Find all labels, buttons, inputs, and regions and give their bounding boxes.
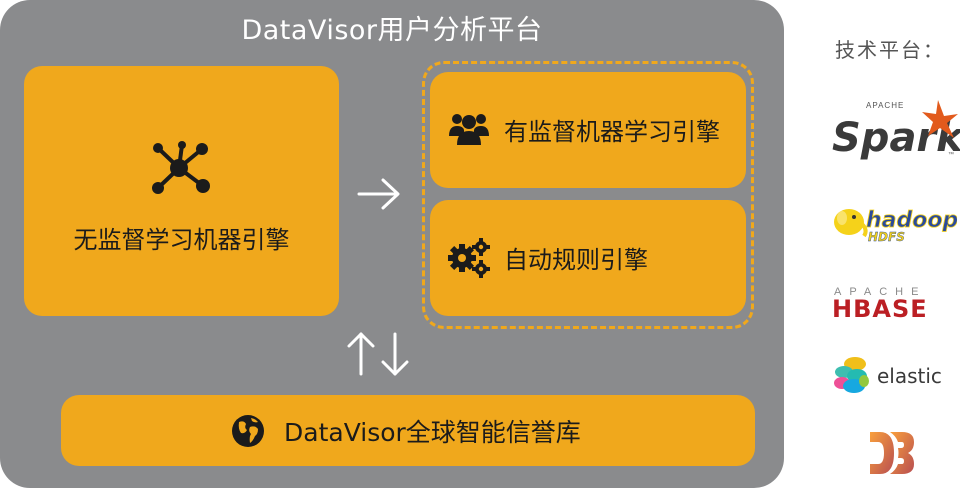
- spark-tm: ™: [948, 151, 954, 158]
- spark-apache-text: APACHE: [866, 101, 904, 110]
- platform-title: DataVisor用户分析平台: [241, 15, 543, 46]
- unsupervised-engine-box: 无监督学习机器引擎: [24, 66, 339, 316]
- hbase-apache-text: APACHE: [834, 286, 926, 298]
- hadoop-text: hadoop: [866, 208, 957, 233]
- rule-engine-label: 自动规则引擎: [504, 246, 648, 274]
- hbase-text: HBASE: [832, 295, 928, 320]
- rule-engine-box: 自动规则引擎: [430, 200, 746, 316]
- supervised-engine-label: 有监督机器学习引擎: [504, 118, 720, 146]
- elastic-logo: elastic: [833, 356, 958, 400]
- hdfs-text: HDFS: [868, 230, 905, 244]
- globe-icon: [231, 414, 265, 452]
- d3-logo: [868, 430, 916, 480]
- up-down-arrows-icon: [343, 330, 413, 384]
- right-arrow-icon: [355, 176, 403, 216]
- hadoop-logo: hadoop HDFS: [832, 202, 959, 248]
- unsupervised-engine-label: 无监督学习机器引擎: [73, 226, 290, 254]
- engine-group-outline: [422, 61, 754, 329]
- tech-platform-title: 技术平台：: [835, 38, 945, 62]
- hbase-logo: APACHE HBASE: [832, 284, 957, 324]
- reputation-database-label: DataVisor全球智能信誉库: [284, 418, 581, 447]
- spark-logo: APACHE Spark ™: [830, 96, 965, 170]
- network-nodes-icon: [151, 140, 211, 200]
- gears-icon: [448, 238, 490, 282]
- elastic-text: elastic: [877, 364, 942, 388]
- users-group-icon: [448, 110, 490, 150]
- reputation-database-box: DataVisor全球智能信誉库: [61, 395, 755, 466]
- supervised-engine-box: 有监督机器学习引擎: [430, 72, 746, 188]
